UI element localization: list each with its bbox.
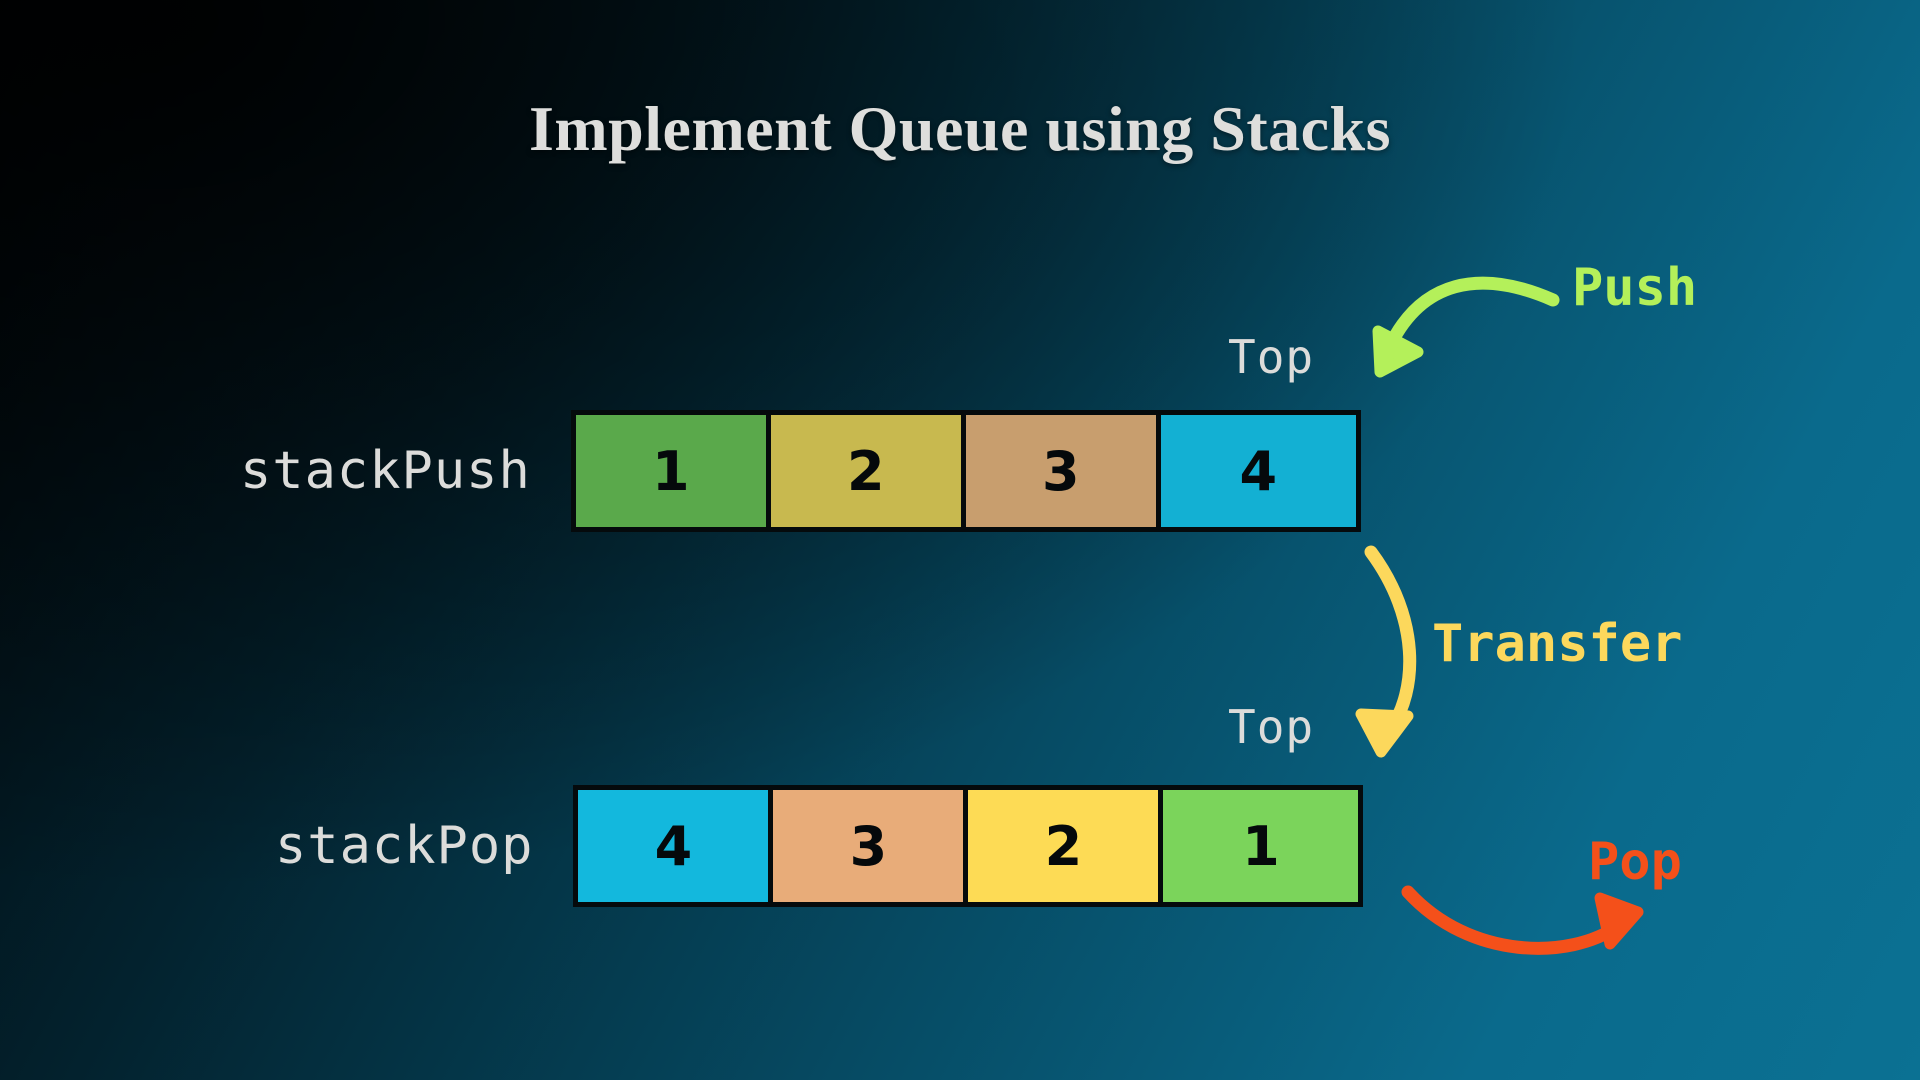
stack-pop-boxes: 4 3 2 1 [573,785,1364,907]
transfer-label: Transfer [1432,614,1683,674]
cell-value: 3 [849,814,888,878]
stack-push-top-label: Top [1228,330,1315,384]
stack-pop-label: stackPop [275,816,534,876]
cell-value: 1 [651,439,690,503]
push-arrow-icon [1372,276,1560,378]
stack-pop-cell-1[interactable]: 3 [773,790,969,902]
page-title: Implement Queue using Stacks [528,93,1392,164]
push-label: Push [1572,258,1698,318]
stack-push-cell-1[interactable]: 2 [770,415,966,527]
cell-value: 2 [1044,814,1083,878]
stack-pop-top-label: Top [1228,700,1315,754]
pop-arrow-icon [1401,885,1644,955]
cell-value: 3 [1041,439,1080,503]
transfer-arrow-icon [1355,545,1417,758]
stack-pop-cell-3[interactable]: 1 [1163,790,1359,902]
cell-value: 2 [846,439,885,503]
cell-value: 4 [1239,439,1278,503]
stack-push-row: stackPush 1 2 3 4 [240,410,1361,532]
pop-label: Pop [1588,832,1682,892]
stack-push-boxes: 1 2 3 4 [570,410,1361,532]
stack-pop-cell-2[interactable]: 2 [968,790,1164,902]
cell-value: 4 [654,814,693,878]
cell-value: 1 [1242,814,1280,878]
stack-pop-row: stackPop 4 3 2 1 [275,785,1364,907]
stack-push-cell-2[interactable]: 3 [965,415,1161,527]
stack-push-label: stackPush [240,441,531,501]
stack-push-cell-3[interactable]: 4 [1160,415,1356,527]
stack-pop-cell-0[interactable]: 4 [578,790,774,902]
stack-push-cell-0[interactable]: 1 [575,415,771,527]
